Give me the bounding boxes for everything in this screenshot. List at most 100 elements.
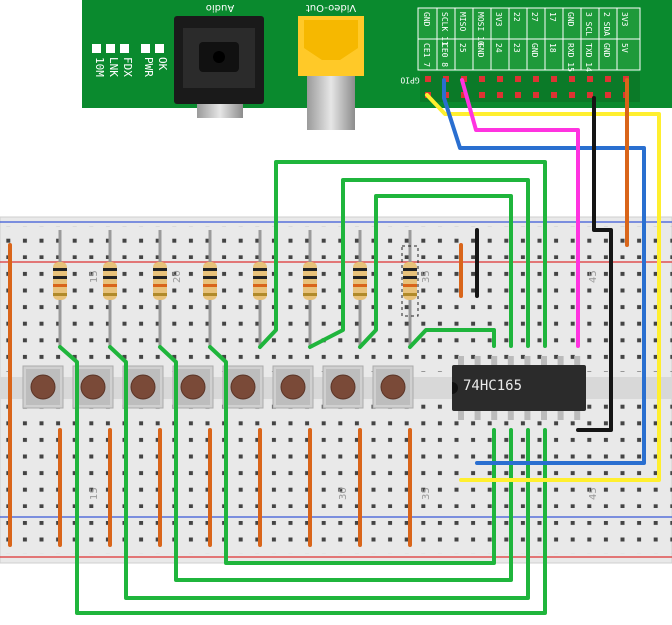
chip-leg — [541, 356, 547, 366]
pin-label: MOSI 10 — [476, 12, 485, 46]
resistor — [53, 230, 67, 346]
pin-label: TXD 14 — [584, 43, 593, 72]
gpio-pin — [569, 92, 575, 98]
column-number: 15 — [89, 487, 100, 500]
column-number: 45 — [588, 270, 599, 283]
pin-label: MISO — [458, 12, 467, 31]
pin-label: 27 — [530, 12, 539, 22]
resistor — [303, 230, 317, 346]
column-number: 35 — [421, 487, 432, 500]
column-number: 20 — [172, 270, 183, 283]
push-button — [372, 365, 414, 409]
gpio-pin — [587, 92, 593, 98]
shift-register-chip: 74HC165 — [452, 356, 586, 420]
led-10m — [92, 44, 101, 53]
status-leds: 10M LNK FDX PWR OK — [92, 44, 169, 77]
chip-leg — [524, 410, 531, 420]
gpio-pin — [497, 76, 503, 82]
chip-leg — [474, 410, 481, 420]
gpio-pin — [461, 76, 467, 82]
gpio-pin — [605, 92, 611, 98]
chip-leg — [458, 410, 464, 420]
chip-leg — [557, 410, 564, 420]
resistor — [353, 230, 367, 346]
chip-leg — [574, 410, 581, 420]
pin-label: GND — [530, 43, 539, 58]
pin-label: 17 — [548, 12, 557, 22]
orange-jumpers — [8, 243, 463, 547]
gpio-pin — [497, 92, 503, 98]
column-numbers: 15 20 35 45 15 30 35 45 — [89, 270, 599, 500]
resistor — [103, 230, 117, 346]
gpio-header: GND SCLK 11 MISO MOSI 10 3V3 22 27 17 GN… — [400, 7, 641, 102]
gpio-pin — [515, 92, 521, 98]
yellow-wire — [425, 93, 661, 482]
pin-label: RXD 15 — [566, 43, 575, 72]
chip-leg — [491, 410, 498, 420]
audio-label: Audio — [206, 2, 234, 13]
led-label-10m: 10M — [93, 57, 106, 77]
push-buttons — [22, 365, 414, 409]
push-button — [222, 365, 264, 409]
pin-label: 24 — [494, 43, 503, 53]
gpio-pin — [551, 76, 557, 82]
resistors — [53, 230, 419, 346]
push-button — [172, 365, 214, 409]
column-number: 30 — [338, 487, 349, 500]
chip-leg — [541, 410, 547, 420]
gpio-label: GPIO — [400, 76, 419, 85]
led-fdx — [120, 44, 129, 53]
black-wire — [576, 96, 613, 432]
pin-label: 3 SCL — [584, 12, 593, 36]
pin-label: 18 — [548, 43, 557, 53]
video-out-label: Video-Out — [306, 2, 356, 13]
gpio-pin — [587, 76, 593, 82]
pin-label: GND — [476, 43, 485, 58]
signal-wires — [425, 78, 661, 482]
pin-label: 25 — [458, 43, 467, 53]
led-label-pwr: PWR — [142, 57, 155, 77]
pin-label: 23 — [512, 43, 521, 53]
green-wires — [58, 160, 547, 615]
led-label-ok: OK — [156, 57, 169, 71]
audio-jack: Audio — [174, 2, 264, 118]
raspberry-pi-board: 10M LNK FDX PWR OK Audio — [82, 0, 672, 130]
gpio-pin — [443, 76, 449, 82]
gpio-pin — [479, 76, 485, 82]
gpio-pin — [605, 76, 611, 82]
led-pwr — [141, 44, 150, 53]
gpio-pin — [515, 76, 521, 82]
pin-label: CE0 8 — [440, 43, 449, 67]
resistor — [253, 230, 267, 346]
chip-legs — [458, 356, 581, 420]
pin-label: GND — [566, 12, 575, 27]
resistor — [203, 230, 217, 346]
gpio-pin — [533, 92, 539, 98]
gpio-pin — [569, 76, 575, 82]
chip-leg — [458, 356, 464, 366]
gpio-pin — [479, 92, 485, 98]
column-number: 35 — [421, 270, 432, 283]
pin-label: 22 — [512, 12, 521, 22]
chip-leg — [491, 356, 498, 366]
magenta-wire — [460, 78, 580, 348]
chip-label: 74HC165 — [463, 378, 522, 394]
chip-body — [452, 365, 586, 411]
resistor — [153, 230, 167, 346]
led-ok — [155, 44, 164, 53]
gpio-pin — [425, 76, 431, 82]
gpio-pin — [551, 92, 557, 98]
pin-label: SCLK 11 — [440, 12, 449, 46]
led-lnk — [106, 44, 115, 53]
pin-label: CE1 7 — [422, 43, 431, 67]
pin-label: 3V3 — [620, 12, 629, 27]
led-label-fdx: FDX — [121, 57, 134, 77]
pin-label: 3V3 — [494, 12, 503, 27]
gpio-pin — [533, 76, 539, 82]
chip-leg — [574, 356, 581, 366]
pin-label: 5V — [620, 43, 629, 53]
push-button — [22, 365, 64, 409]
chip-leg — [557, 356, 564, 366]
push-button — [322, 365, 364, 409]
